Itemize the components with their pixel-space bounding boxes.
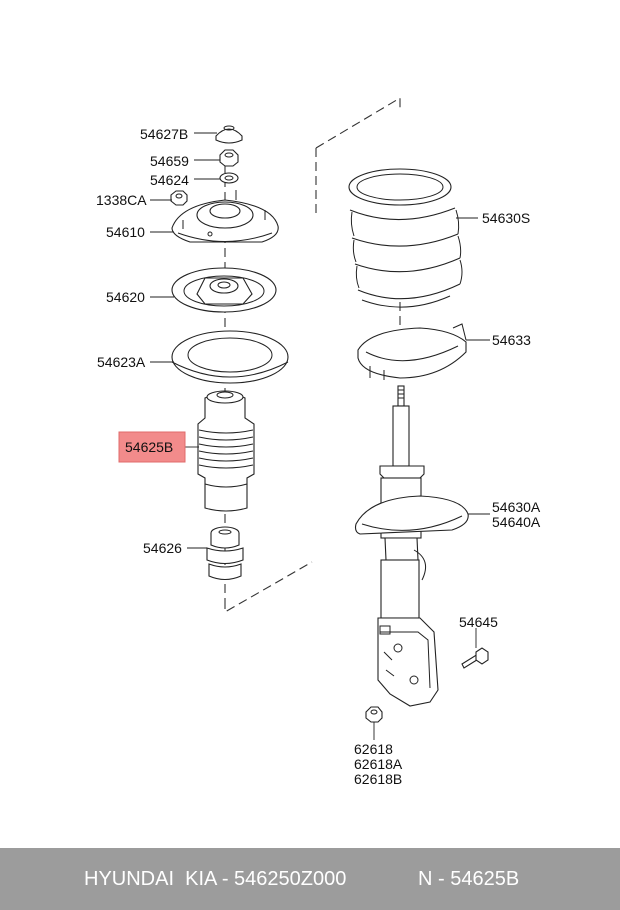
footer-ref-number: N - 54625B: [418, 868, 520, 890]
nut-62618[interactable]: [365, 706, 383, 723]
label-54630A[interactable]: 54630A: [492, 499, 541, 515]
insulator-mount-54610[interactable]: [171, 190, 279, 243]
leader-lines: [150, 132, 490, 740]
label-54659[interactable]: 54659: [150, 153, 189, 169]
footer-bar: HYUNDAI KIA - 546250Z000 N - 54625B: [0, 848, 620, 910]
label-62618B[interactable]: 62618B: [354, 771, 402, 787]
coil-spring-54630S[interactable]: [348, 168, 463, 308]
label-54620[interactable]: 54620: [106, 289, 145, 305]
part-labels: 54627B 54659 54624 1338CA 54610 54620 54…: [96, 126, 541, 787]
bearing-plate-54620[interactable]: [171, 267, 277, 313]
cap-54627B[interactable]: [215, 125, 243, 144]
highlight-54625B: [118, 431, 186, 463]
nut-54659[interactable]: [219, 149, 239, 167]
label-54624[interactable]: 54624: [150, 172, 189, 188]
spring-seat-54623A[interactable]: [171, 330, 289, 384]
bolt-54645[interactable]: [461, 647, 489, 669]
label-54630S[interactable]: 54630S: [482, 210, 530, 226]
label-54623A[interactable]: 54623A: [97, 354, 146, 370]
strut-assembly-54630A[interactable]: [354, 385, 469, 707]
label-54627B[interactable]: 54627B: [140, 126, 188, 142]
label-54645[interactable]: 54645: [459, 614, 498, 630]
label-54633[interactable]: 54633: [492, 332, 531, 348]
dust-boot-54625B[interactable]: [197, 390, 255, 512]
spring-pad-54633[interactable]: [357, 323, 467, 380]
label-54640A[interactable]: 54640A: [492, 514, 541, 530]
label-62618[interactable]: 62618: [354, 741, 393, 757]
label-62618A[interactable]: 62618A: [354, 756, 403, 772]
label-54625B[interactable]: 54625B: [125, 439, 173, 455]
strut-assembly-diagram: 54627B 54659 54624 1338CA 54610 54620 54…: [96, 97, 541, 787]
nut-1338CA[interactable]: [170, 190, 188, 206]
label-54610[interactable]: 54610: [106, 224, 145, 240]
bump-stopper-54626[interactable]: [206, 526, 244, 581]
footer-part-number: HYUNDAI KIA - 546250Z000: [84, 868, 347, 890]
washer-54624[interactable]: [219, 172, 239, 184]
label-54626[interactable]: 54626: [143, 540, 182, 556]
label-1338CA[interactable]: 1338CA: [96, 192, 147, 208]
